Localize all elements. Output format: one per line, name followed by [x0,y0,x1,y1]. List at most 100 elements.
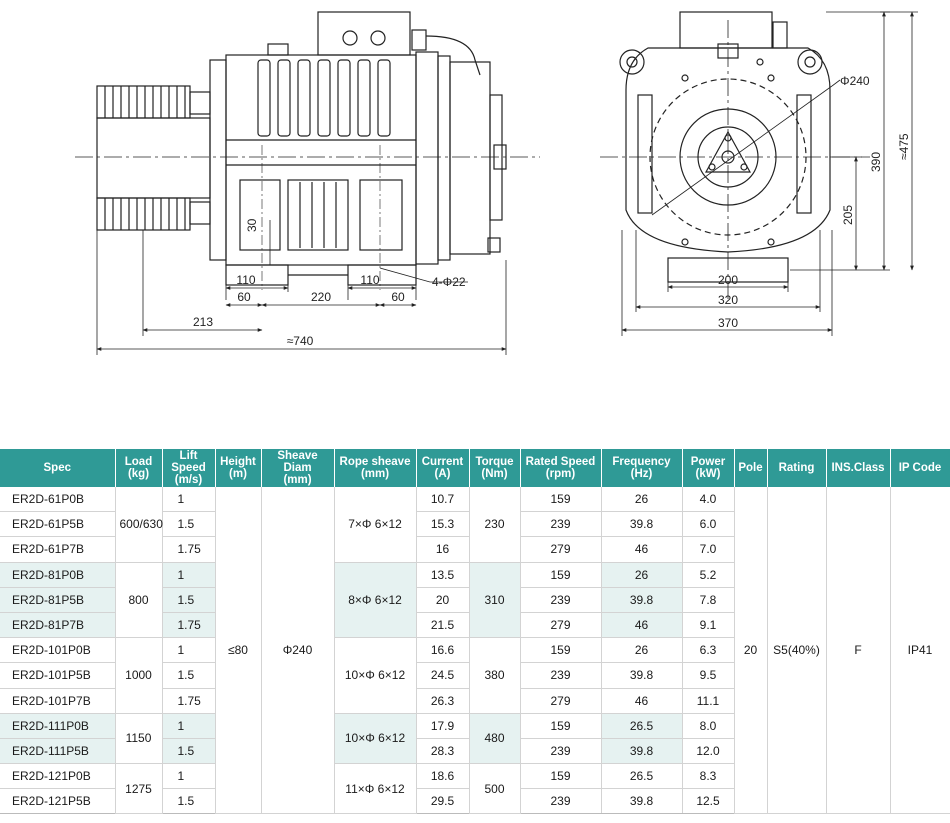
cell-rope-sheave: 8×Φ 6×12 [334,562,417,639]
header-label: Current [421,456,464,468]
header-cell: Power(kW) [682,449,735,487]
front-sheave [679,108,777,206]
header-unit: (A) [434,468,451,480]
header-cell: Rope sheave(mm) [334,449,417,487]
front-base [667,257,789,283]
header-label: Spec [43,462,72,474]
base-feet [225,264,417,286]
header-label: Sheave Diam [277,450,318,474]
cell-power: 5.2 [682,562,735,588]
cell-frequency: 39.8 [601,587,683,613]
header-cell: Sheave Diam(mm) [261,449,335,487]
technical-drawing: 30 110 110 60 220 60 213 ≈740 4-Φ22 [75,11,918,355]
header-unit: (mm) [283,474,312,486]
cell-rated-speed: 239 [520,662,602,689]
cell-lift-speed: 1 [162,713,216,739]
cell-lift-speed: 1.5 [162,662,216,689]
cell-lift-speed: 1 [162,763,216,790]
cell-frequency: 26.5 [601,763,683,790]
cell-rated-speed: 239 [520,511,602,538]
cell-current: 20 [416,587,470,613]
sheave-upper [96,85,211,119]
cell-power: 9.5 [682,662,735,689]
header-label: Lift Speed [171,450,206,474]
cell-spec: ER2D-81P5B [0,587,116,613]
cell-frequency: 39.8 [601,511,683,538]
cell-ip-code: IP41 [890,487,950,815]
cell-lift-speed: 1.5 [162,738,216,765]
cell-torque: 500 [469,763,521,815]
cell-rated-speed: 279 [520,688,602,714]
cell-frequency: 39.8 [601,788,683,815]
sheave-lower [96,197,211,231]
cell-power: 7.8 [682,587,735,613]
cell-spec: ER2D-61P5B [0,511,116,538]
cell-current: 16 [416,536,470,563]
cell-spec: ER2D-101P0B [0,637,116,664]
dim-110-right: 110 [360,273,379,287]
terminal-box [317,11,481,76]
cell-spec: ER2D-121P5B [0,788,116,815]
header-label: Pole [738,462,763,474]
dim-205: 205 [841,205,855,225]
cell-current: 10.7 [416,487,470,513]
cell-current: 15.3 [416,511,470,538]
cell-lift-speed: 1.75 [162,612,216,639]
cell-frequency: 39.8 [601,738,683,765]
cell-current: 29.5 [416,788,470,815]
cell-load: 800 [115,562,163,639]
cell-power: 4.0 [682,487,735,513]
cell-spec: ER2D-111P5B [0,738,116,765]
cell-rated-speed: 159 [520,562,602,588]
cell-rated-speed: 159 [520,637,602,664]
cell-frequency: 26 [601,637,683,664]
header-cell: IP Code [890,449,950,487]
header-cell: Lift Speed(m/s) [162,449,216,487]
cell-frequency: 46 [601,612,683,639]
header-label: Height [220,456,256,468]
motor-flange [209,59,227,261]
dim-110-left: 110 [236,273,255,287]
cell-spec: ER2D-61P0B [0,487,116,513]
header-cell: Load(kg) [115,449,163,487]
header-cell: Rating [767,449,827,487]
cell-rope-sheave: 10×Φ 6×12 [334,713,417,765]
cell-rating: S5(40%) [767,487,827,815]
header-label: Rating [778,462,815,474]
cell-torque: 230 [469,487,521,563]
dim-213: 213 [193,315,213,329]
header-label: IP Code [898,462,942,474]
header-cell: Spec [0,449,116,487]
header-cell: Torque(Nm) [469,449,521,487]
cell-current: 28.3 [416,738,470,765]
cell-torque: 310 [469,562,521,639]
cell-spec: ER2D-101P7B [0,688,116,714]
header-cell: Pole [734,449,768,487]
cell-rated-speed: 159 [520,763,602,790]
header-unit: (rpm) [545,468,576,480]
cell-lift-speed: 1.5 [162,587,216,613]
header-cell: Frequency(Hz) [601,449,683,487]
cell-lift-speed: 1 [162,487,216,513]
cell-current: 13.5 [416,562,470,588]
header-label: Torque [475,456,514,468]
cell-rated-speed: 239 [520,788,602,815]
front-view: Φ240 390 ≈475 205 200 320 370 [600,11,918,336]
header-label: Frequency [612,456,671,468]
header-unit: (kg) [127,468,150,480]
dim-200: 200 [718,273,738,287]
cell-frequency: 26 [601,487,683,513]
header-cell: Height(m) [215,449,262,487]
cell-current: 21.5 [416,612,470,639]
cell-power: 6.3 [682,637,735,664]
cell-power: 12.5 [682,788,735,815]
